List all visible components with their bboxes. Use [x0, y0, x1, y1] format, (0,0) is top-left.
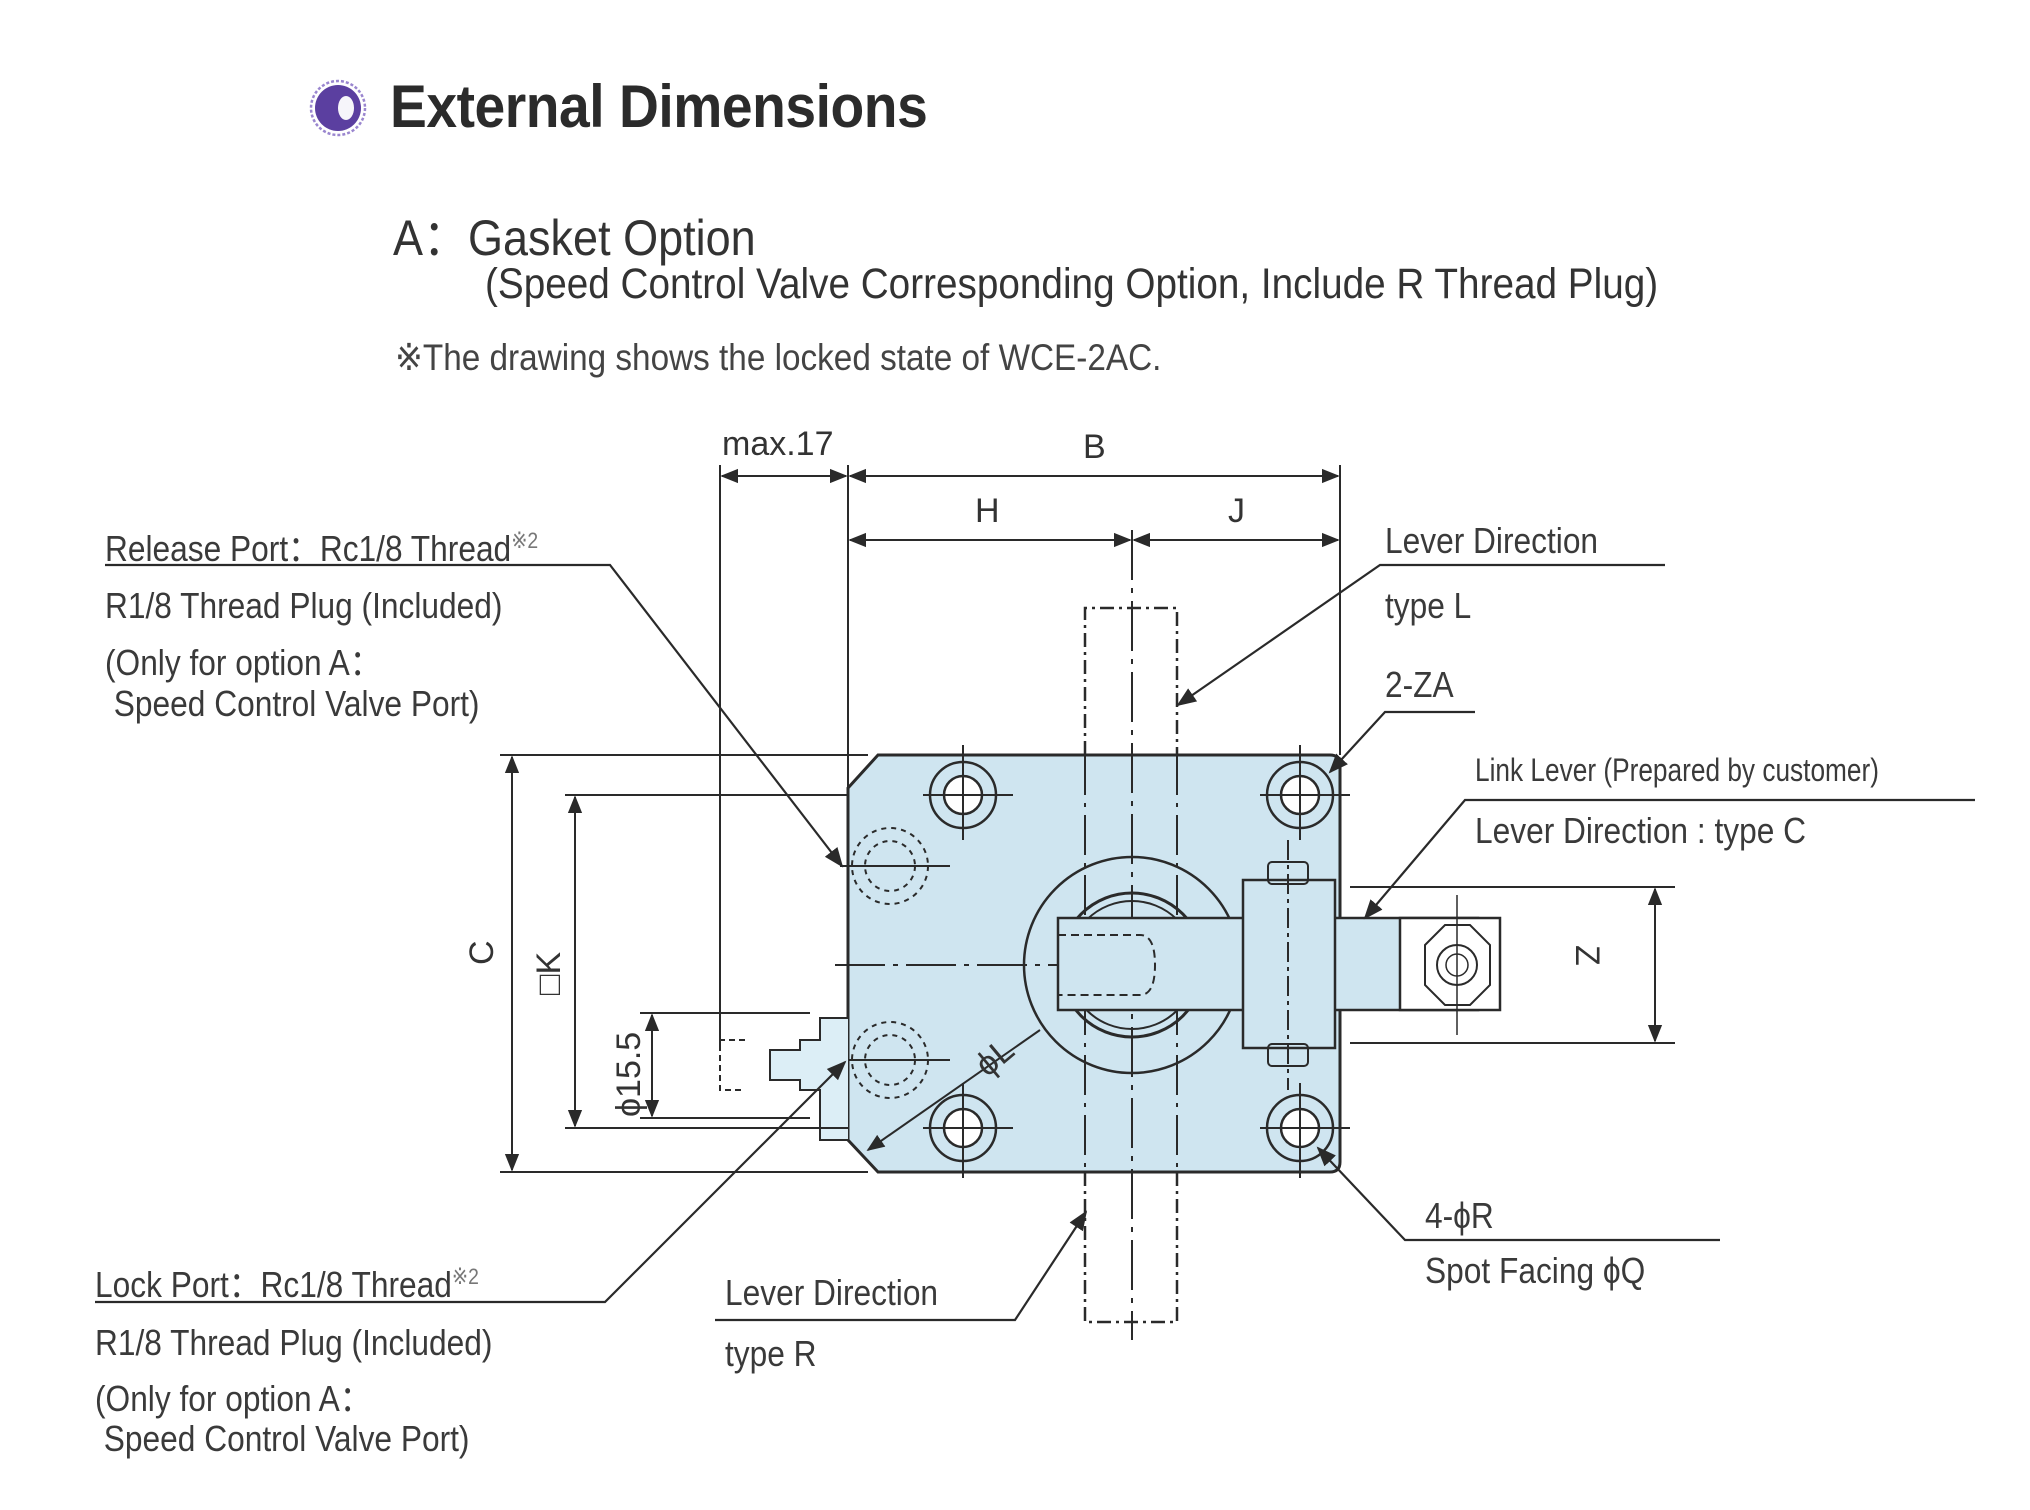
lock-port-title: Lock Port：Rc1/8 Thread※2 [95, 1256, 479, 1308]
release-port-footnote: ※2 [511, 528, 539, 553]
bolt-hole-top-left [923, 745, 1013, 840]
section-bullet-icon [309, 79, 367, 137]
lever-r-title: Lever Direction [725, 1272, 939, 1313]
drawing-note: ※The drawing shows the locked state of W… [395, 337, 1162, 378]
holes-title: 4-ϕR [1425, 1195, 1494, 1236]
option-title: A：Gasket Option [393, 210, 756, 266]
option-subtitle: (Speed Control Valve Corresponding Optio… [485, 260, 1659, 308]
lever-l-title: Lever Direction [1385, 520, 1599, 561]
leader-release-port [105, 563, 844, 868]
release-port-title: Release Port：Rc1/8 Thread※2 [105, 520, 538, 572]
release-port-title-text: Release Port：Rc1/8 Thread [105, 528, 512, 569]
bolt-hole-bottom-left [923, 1083, 1013, 1178]
lock-port-line-3: Speed Control Valve Port) [95, 1418, 470, 1459]
link-lever-end [1398, 916, 1502, 1012]
release-port-line-1: R1/8 Thread Plug (Included) [105, 585, 503, 626]
leader-holes [1316, 1146, 1720, 1242]
lock-port-footnote: ※2 [451, 1264, 479, 1289]
link-lever-title: Link Lever (Prepared by customer) [1475, 752, 1879, 788]
leader-lock-port [95, 1060, 847, 1304]
dim-b-label: B [1083, 428, 1106, 466]
lever-r-sub: type R [725, 1333, 817, 1374]
leader-lever-r [715, 1210, 1088, 1322]
bolt-hole-top-right [1260, 745, 1350, 840]
dim-j-label: J [1228, 492, 1245, 530]
leader-link-lever [1363, 798, 1975, 920]
two-za-label: 2-ZA [1385, 664, 1454, 705]
lock-port-line-2: (Only for option A： [95, 1378, 372, 1419]
lock-port-title-text: Lock Port：Rc1/8 Thread [95, 1264, 452, 1305]
holes-sub: Spot Facing ϕQ [1425, 1250, 1646, 1291]
dim-max17-label: max.17 [722, 425, 834, 463]
leader-lever-l [1176, 563, 1665, 707]
hex-nut [1424, 924, 1491, 1006]
release-port-line-3: Speed Control Valve Port) [105, 683, 480, 724]
link-lever-sub: Lever Direction : type C [1475, 810, 1807, 851]
dim-h-label: H [975, 492, 1000, 530]
dim-phi155-label: ϕ15.5 [610, 1031, 648, 1117]
dim-z-label: Z [1568, 945, 1606, 966]
dim-k-label: □K [530, 951, 568, 995]
bolt-hole-bottom-right [1260, 1083, 1350, 1178]
release-port-line-2: (Only for option A： [105, 642, 382, 683]
page-title: External Dimensions [390, 73, 928, 140]
lever-l-sub: type L [1385, 585, 1472, 626]
leader-2za [1328, 710, 1475, 774]
release-port [840, 827, 950, 905]
dim-phil-line [866, 1029, 1041, 1152]
dim-c-label: C [463, 940, 501, 965]
lock-port-line-1: R1/8 Thread Plug (Included) [95, 1322, 493, 1363]
speed-control-valve [769, 1017, 848, 1141]
